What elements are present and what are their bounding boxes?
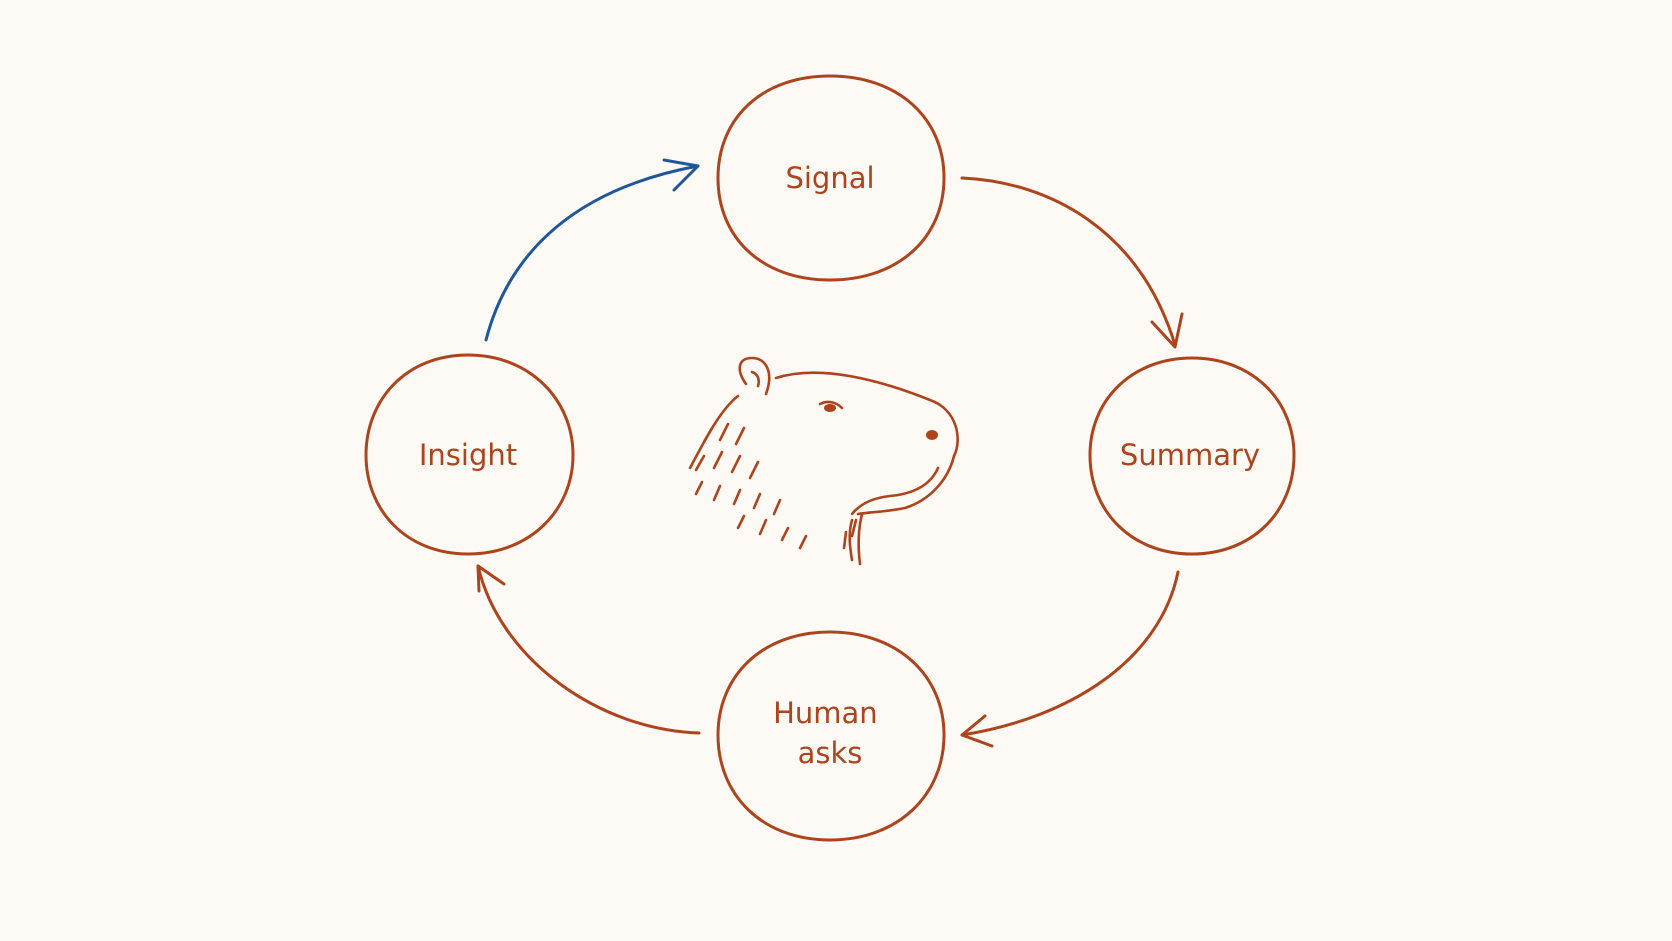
capybara-head-icon: [688, 356, 959, 566]
node-human-asks: Human asks: [716, 630, 946, 842]
node-insight-label: Insight: [419, 438, 517, 472]
node-summary-circle: [1088, 356, 1296, 556]
node-signal: Signal: [716, 74, 946, 282]
node-human-asks-circle: [716, 630, 946, 842]
node-signal-circle: [716, 74, 946, 282]
arrow-insight-to-signal: [484, 158, 700, 342]
arrow-human-asks-to-insight: [476, 564, 701, 735]
node-human-asks-label: Human asks: [773, 696, 887, 770]
node-signal-label: Signal: [785, 161, 874, 195]
arrow-signal-to-summary: [960, 176, 1184, 349]
arrow-summary-to-human-asks: [960, 570, 1180, 748]
node-insight: Insight: [364, 353, 575, 556]
node-summary: Summary: [1088, 356, 1296, 556]
node-insight-circle: [364, 353, 575, 556]
node-summary-label: Summary: [1120, 438, 1260, 472]
